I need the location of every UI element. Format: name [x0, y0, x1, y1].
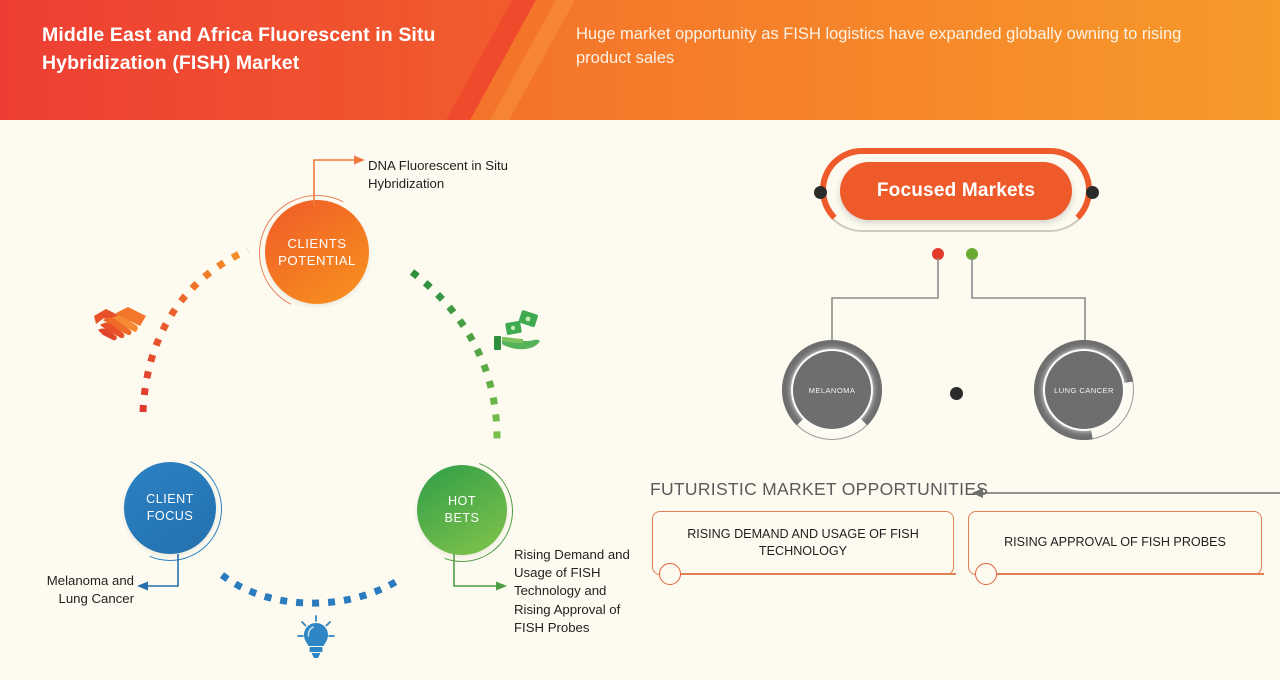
- client-focus-label-line2: FOCUS: [146, 509, 194, 523]
- focused-markets-label: Focused Markets: [876, 180, 1036, 201]
- hot-bets-label-line2: BETS: [444, 511, 480, 525]
- callout-clients-potential: DNA Fluorescent in Situ Hybridization: [368, 158, 508, 192]
- futuristic-box-2-marker: [975, 563, 997, 585]
- futuristic-box-1-marker: [659, 563, 681, 585]
- header-banner: Middle East and Africa Fluorescent in Si…: [0, 0, 1280, 120]
- clients-potential-label-line1: CLIENTS: [287, 235, 347, 251]
- market-bracket-connectors: [831, 258, 1086, 348]
- clients-potential-label-line2: POTENTIAL: [278, 253, 356, 268]
- focused-markets-dot-left: [814, 186, 827, 199]
- handshake-icon: [94, 307, 146, 341]
- gauge-melanoma[interactable]: MELANOMA: [782, 340, 882, 440]
- center-dot: [950, 387, 963, 400]
- futuristic-section-title: FUTURISTIC MARKET OPPORTUNITIES: [650, 479, 989, 499]
- gauge-melanoma-arc: [782, 340, 882, 440]
- futuristic-box-1[interactable]: RISING DEMAND AND USAGE OF FISH TECHNOLO…: [652, 511, 954, 575]
- node-hot-bets[interactable]: HOT BETS: [417, 465, 507, 555]
- market-dot-lung-cancer: [966, 248, 978, 260]
- focused-markets-group: Focused Markets: [808, 146, 1108, 246]
- focused-markets-pill[interactable]: Focused Markets: [840, 162, 1072, 220]
- clients-potential-connector: [313, 155, 365, 206]
- node-clients-potential[interactable]: CLIENTS POTENTIAL: [265, 200, 369, 304]
- dotted-arc-group: [139, 246, 501, 607]
- header-background: [0, 0, 1280, 120]
- futuristic-arrow: [972, 488, 1280, 498]
- client-focus-connector: [137, 554, 179, 591]
- money-in-hand-icon: [494, 310, 540, 350]
- callout-hot-bets: Rising Demand and Usage of FISH Technolo…: [514, 547, 630, 635]
- hot-bets-connector: [453, 554, 507, 591]
- futuristic-box-1-underline: [681, 573, 956, 575]
- futuristic-box-1-label: RISING DEMAND AND USAGE OF FISH TECHNOLO…: [687, 526, 919, 558]
- lightbulb-icon: [297, 615, 335, 658]
- gauge-lung-cancer-thin-ring: [1034, 340, 1134, 440]
- futuristic-box-2-label: RISING APPROVAL OF FISH PROBES: [1004, 535, 1226, 550]
- market-dot-melanoma: [932, 248, 944, 260]
- futuristic-box-2[interactable]: RISING APPROVAL OF FISH PROBES: [968, 511, 1262, 575]
- focused-markets-dot-right: [1086, 186, 1099, 199]
- hot-bets-label-line1: HOT: [447, 494, 477, 509]
- gauge-lung-cancer[interactable]: LUNG CANCER: [1014, 320, 1154, 460]
- callout-client-focus: Melanoma and Lung Cancer: [46, 573, 134, 607]
- gauge-lung-cancer-label: LUNG CANCER: [1045, 351, 1123, 429]
- gauge-melanoma-label: MELANOMA: [793, 351, 871, 429]
- node-client-focus[interactable]: CLIENT FOCUS: [124, 462, 216, 554]
- client-focus-label-line1: CLIENT: [146, 492, 194, 507]
- page-title: Middle East and Africa Fluorescent in Si…: [42, 24, 436, 74]
- futuristic-box-2-underline: [997, 573, 1264, 575]
- header-subtitle: Huge market opportunity as FISH logistic…: [576, 25, 1182, 67]
